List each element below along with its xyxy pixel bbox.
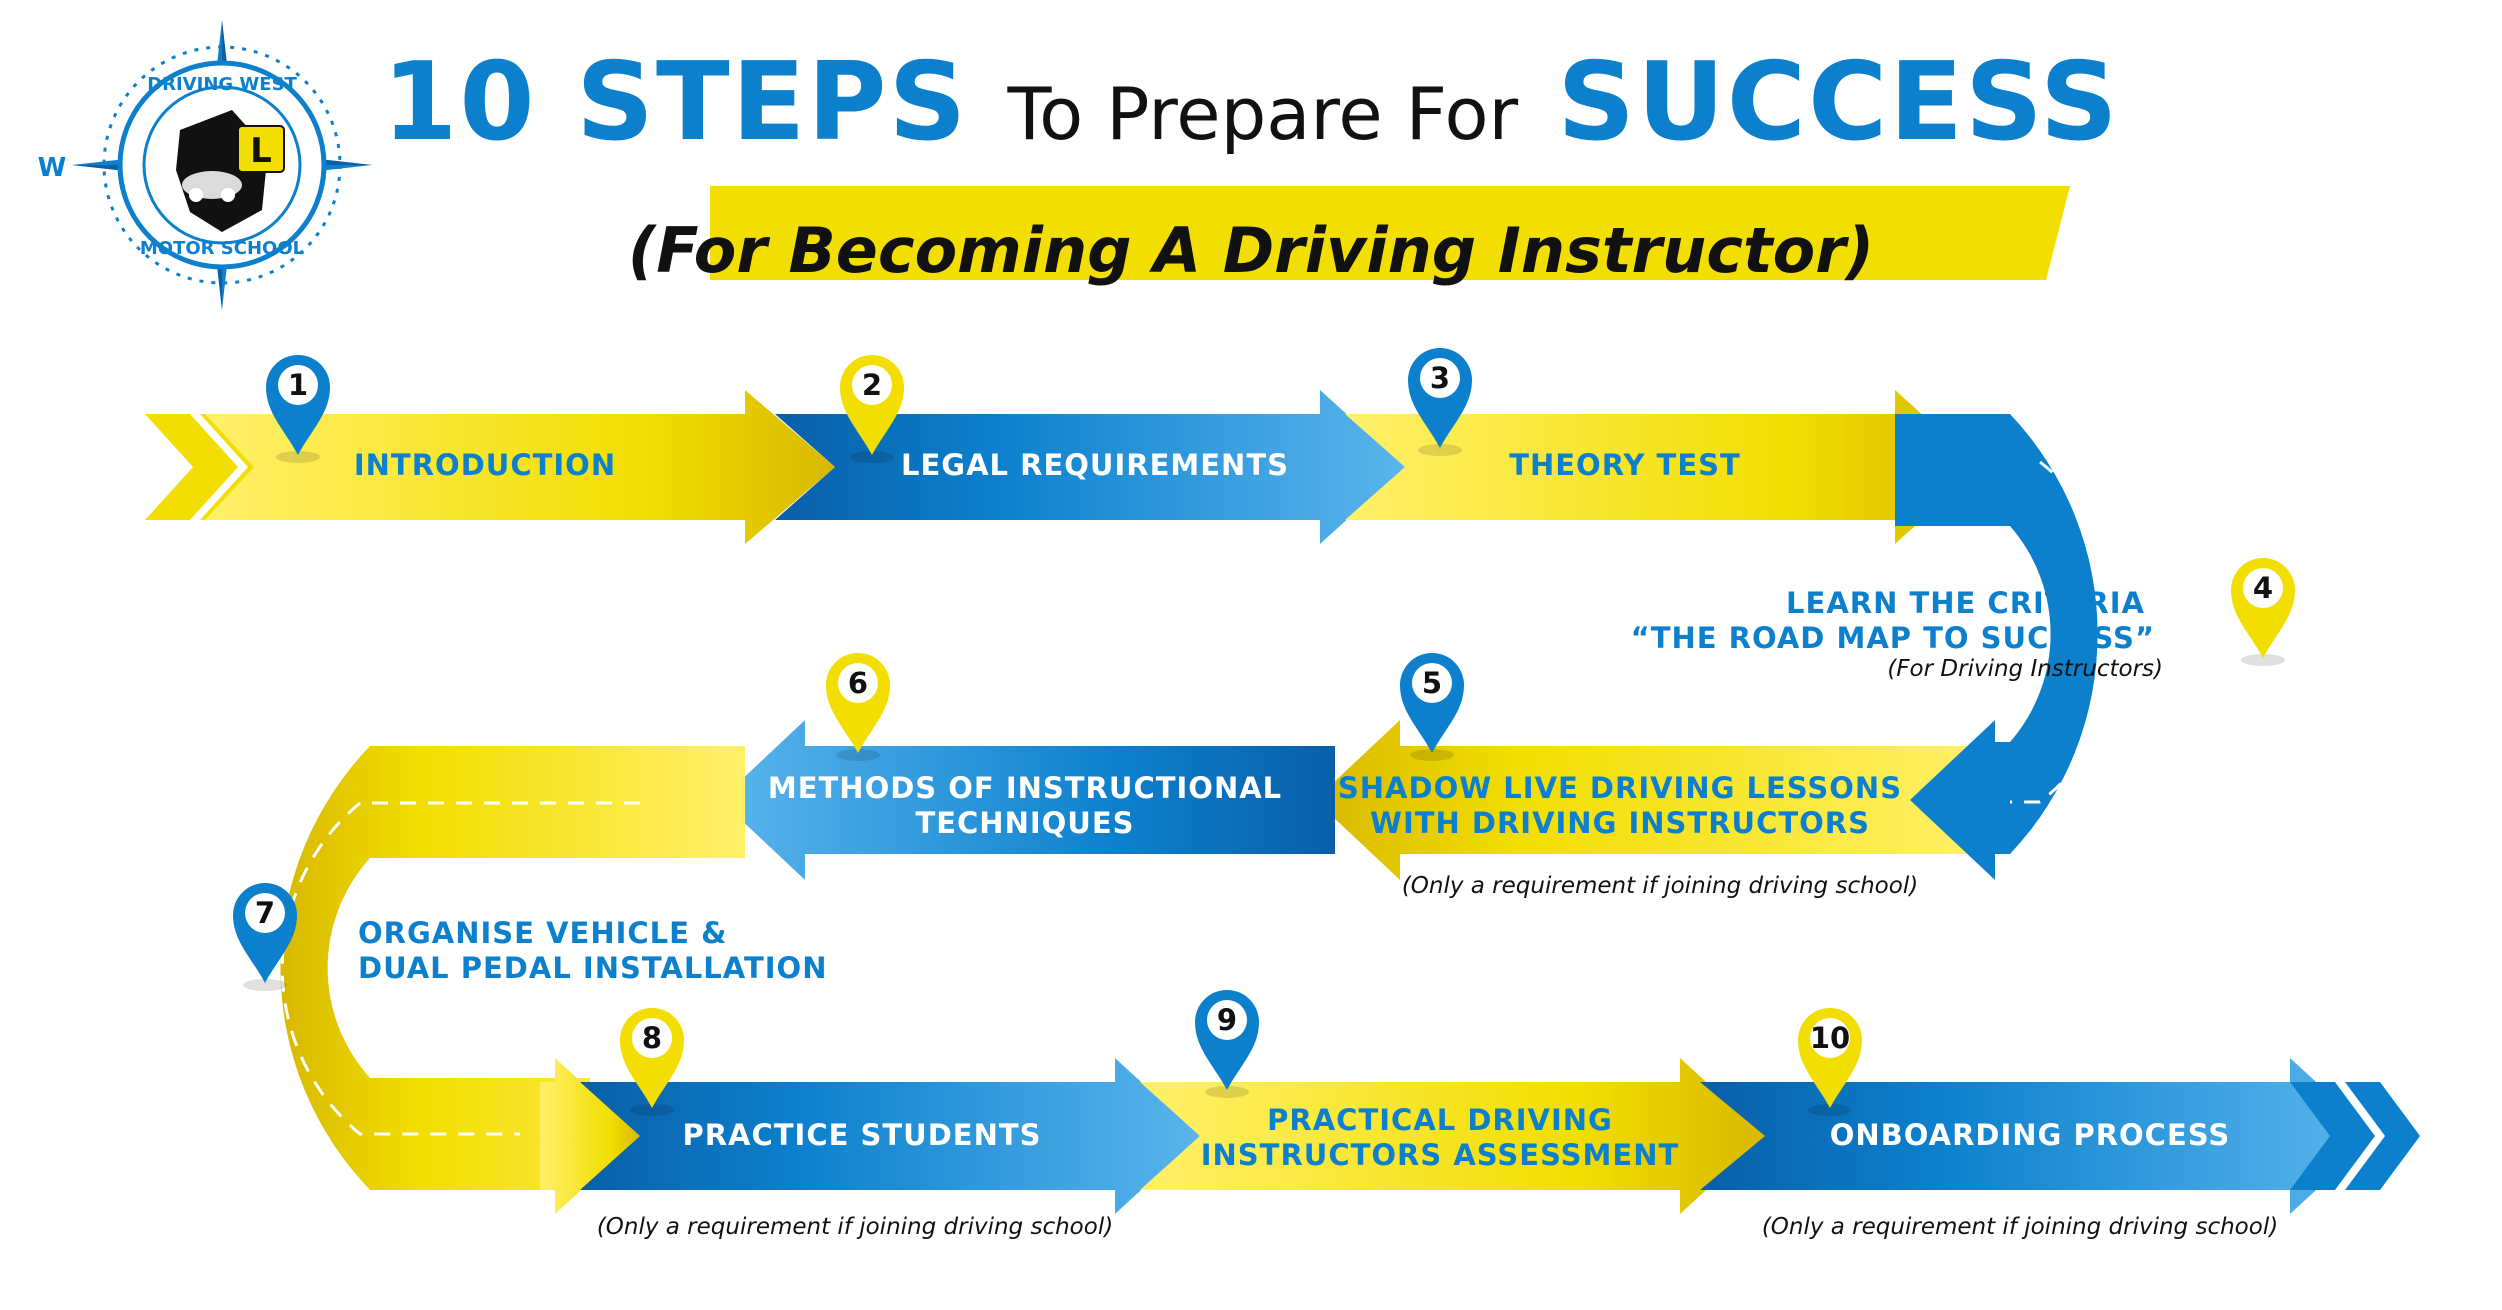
step-6-arrow	[720, 720, 1335, 880]
pin-4: 4	[2231, 558, 2295, 666]
page-title: 10 STEPS To Prepare For SUCCESS	[0, 40, 2502, 165]
pin-3: 3	[1408, 348, 1472, 456]
step-6-label-line2: TECHNIQUES	[915, 806, 1134, 840]
exit-chevron	[2290, 1082, 2375, 1190]
pin-7-number: 7	[255, 896, 275, 930]
title-part-middle: To Prepare For	[1007, 72, 1519, 156]
step-5-label-line1: SHADOW LIVE DRIVING LESSONS	[1338, 771, 1902, 805]
step-7-label-line2: DUAL PEDAL INSTALLATION	[358, 951, 827, 985]
step-2-arrow	[775, 390, 1405, 544]
logo-bottom-text: MOTOR SCHOOL	[140, 238, 304, 259]
step-8-arrow	[580, 1058, 1200, 1214]
l-plate-icon	[237, 125, 285, 173]
pin-9: 9	[1195, 990, 1259, 1098]
entry-chevrons	[145, 414, 238, 520]
logo-l-letter: L	[250, 131, 272, 171]
pin-6-number: 6	[848, 666, 868, 700]
left-curve	[280, 746, 745, 1190]
step-3-arrow	[1345, 390, 1980, 544]
step-4-note: (For Driving Instructors)	[1887, 656, 2163, 682]
exit-chevron-2	[2345, 1082, 2420, 1190]
logo-compass-w: W	[38, 153, 67, 183]
pin-8: 8	[620, 1008, 684, 1116]
pin-2: 2	[840, 355, 904, 463]
school-logo: L DRIVING WEST MOTOR SCHOOL W	[38, 20, 372, 310]
right-curve	[1895, 414, 2098, 854]
step-1-arrow	[205, 390, 835, 544]
pin-3-number: 3	[1430, 361, 1450, 395]
step-4-label-line1: LEARN THE CRITERIA	[1786, 586, 2145, 620]
pin-5: 5	[1400, 653, 1464, 761]
step-9-label-line1: PRACTICAL DRIVING	[1267, 1103, 1613, 1137]
pin-10: 10	[1798, 1008, 1862, 1116]
step-10-arrow	[1700, 1058, 2375, 1214]
step-10-label: ONBOARDING PROCESS	[1830, 1118, 2231, 1152]
step-10-note: (Only a requirement if joining driving s…	[1762, 1214, 2278, 1240]
step-6-label-line1: METHODS OF INSTRUCTIONAL	[768, 771, 1282, 805]
pin-1-number: 1	[288, 368, 308, 402]
pin-10-number: 10	[1810, 1021, 1850, 1055]
step-9-label-line2: INSTRUCTORS ASSESSMENT	[1201, 1138, 1680, 1172]
step-5-arrow	[1315, 720, 1990, 880]
car-icon	[182, 171, 242, 202]
pin-4-number: 4	[2253, 571, 2273, 605]
pin-7: 7	[233, 883, 297, 991]
right-curve-dashes	[1960, 460, 2125, 804]
pin-6: 6	[826, 653, 890, 761]
step-1-label: INTRODUCTION	[354, 448, 616, 482]
page-subtitle: (For Becoming A Driving Instructor)	[627, 214, 1875, 287]
step-8-label: PRACTICE STUDENTS	[682, 1118, 1041, 1152]
step-8-note: (Only a requirement if joining driving s…	[597, 1214, 1113, 1240]
step-4-label-line2: “THE ROAD MAP TO SUCCESS”	[1631, 621, 2155, 655]
title-part-success: SUCCESS	[1557, 40, 2120, 165]
step-2-label: LEGAL REQUIREMENTS	[901, 448, 1289, 482]
pin-9-number: 9	[1217, 1003, 1237, 1037]
step-7-label-line1: ORGANISE VEHICLE &	[358, 916, 727, 950]
pin-1: 1	[266, 355, 330, 463]
pin-2-number: 2	[862, 368, 882, 402]
step-5-note: (Only a requirement if joining driving s…	[1402, 873, 1918, 899]
step-5-label-line2: WITH DRIVING INSTRUCTORS	[1370, 806, 1870, 840]
pin-5-number: 5	[1422, 666, 1442, 700]
pin-8-number: 8	[642, 1021, 662, 1055]
step-4-tail	[1910, 720, 2010, 880]
step-7-tail	[540, 1058, 640, 1214]
subtitle-banner	[710, 186, 2070, 280]
title-part-steps: 10 STEPS	[382, 40, 969, 165]
step-3-label: THEORY TEST	[1509, 448, 1741, 482]
step-9-arrow	[1140, 1058, 1765, 1214]
logo-top-text: DRIVING WEST	[147, 74, 297, 95]
